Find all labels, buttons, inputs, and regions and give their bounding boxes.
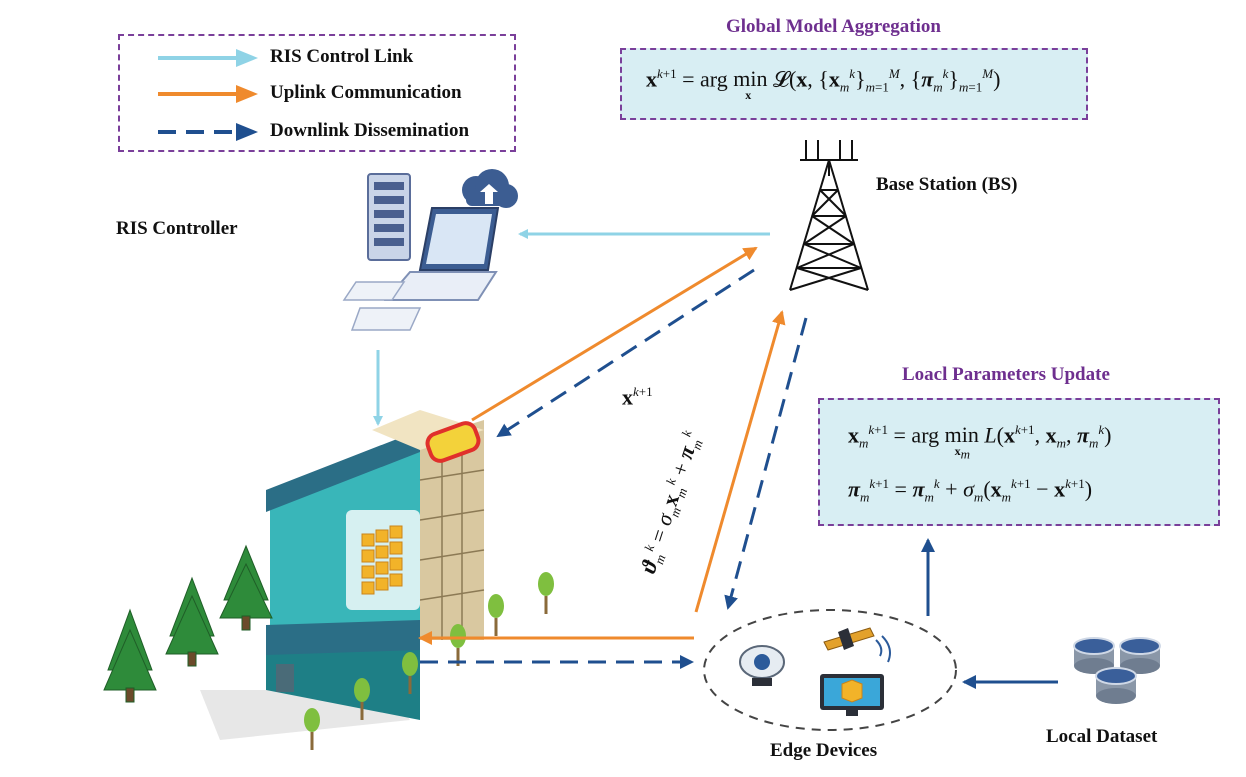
- local-dataset-icon: [1073, 637, 1161, 704]
- legend-line-control: [158, 56, 238, 60]
- bs-to-ris-downlink-arrow: [496, 268, 755, 438]
- camera-device-icon: [739, 645, 785, 686]
- uplink-arrow-label: ϑmk = σmxmk + πmk: [635, 428, 706, 577]
- legend-item-ris-control: RIS Control Link: [120, 44, 514, 74]
- downlink-arrow-label: xk+1: [622, 384, 653, 410]
- monitor-device-icon: [820, 674, 884, 716]
- edge-to-bs-uplink-arrow: [694, 310, 786, 613]
- ris-controller-icon: [342, 169, 518, 331]
- legend-label-uplink: Uplink Communication: [270, 82, 462, 103]
- ris-to-bs-uplink-arrow: [471, 246, 758, 422]
- legend-label-control: RIS Control Link: [270, 46, 414, 67]
- legend-box: RIS Control Link Uplink Communication Do…: [118, 34, 516, 152]
- local-formula-2: πmk+1 = πmk + σm(xmk+1 − xk+1): [848, 476, 1093, 505]
- edge-devices-label: Edge Devices: [770, 740, 878, 761]
- legend-arrowhead-downlink: [236, 123, 258, 141]
- base-station-label: Base Station (BS): [876, 174, 1018, 195]
- local-dataset-label: Local Dataset: [1046, 726, 1158, 747]
- ris-building-icon: [200, 410, 485, 740]
- drone-device-icon: [823, 627, 891, 663]
- legend-arrowhead-control: [236, 49, 258, 67]
- trees-decoration: [103, 544, 273, 703]
- local-update-title: Loacl Parameters Update: [902, 364, 1110, 385]
- ris-label: RIS: [300, 552, 332, 573]
- shrubs-decoration: [304, 572, 554, 750]
- legend-label-downlink: Downlink Dissemination: [270, 120, 470, 141]
- bs-to-edge-downlink-arrow: [724, 317, 808, 610]
- edge-devices-group: [703, 609, 957, 731]
- global-aggregation-title: Global Model Aggregation: [726, 16, 941, 37]
- legend-item-downlink: Downlink Dissemination: [120, 118, 514, 148]
- base-station-tower-icon: [789, 140, 869, 291]
- legend-item-uplink: Uplink Communication: [120, 80, 514, 110]
- legend-line-uplink: [158, 92, 238, 96]
- legend-line-downlink: [158, 130, 238, 134]
- ris-controller-label: RIS Controller: [116, 218, 238, 239]
- legend-arrowhead-uplink: [236, 85, 258, 103]
